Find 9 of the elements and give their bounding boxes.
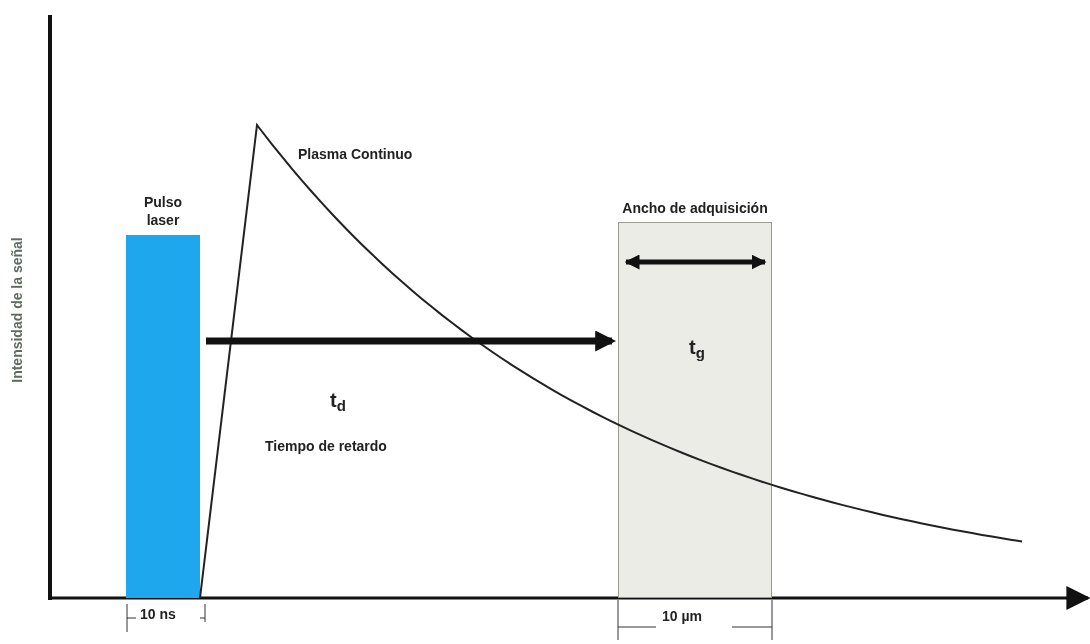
curve-label: Plasma Continuo xyxy=(298,145,413,164)
node-heading: Ancho de adquisición xyxy=(621,199,769,217)
dimension-label: 10 ns xyxy=(140,605,176,624)
curve-label: Tiempo de retardo xyxy=(265,437,387,456)
dimension-label: 10 µm xyxy=(662,607,702,626)
delay-symbol: t$_{d}$ xyxy=(330,388,346,414)
gate-width-symbol: t$_{g}$ xyxy=(689,335,705,361)
axis-label: Intensidad de la señal xyxy=(8,236,26,385)
node-heading: Pulso laser xyxy=(142,194,184,229)
